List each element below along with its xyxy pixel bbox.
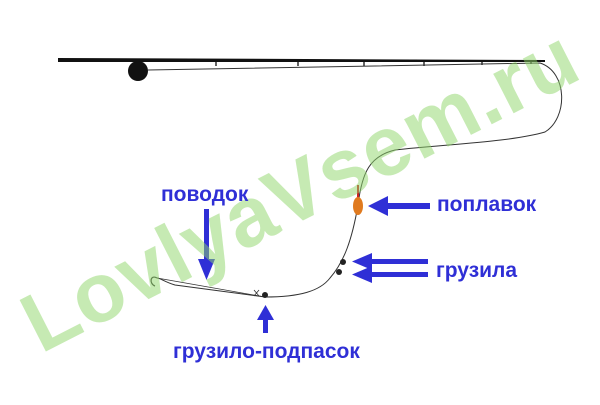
reel-icon <box>128 61 148 81</box>
arrow-bottom-sinker <box>257 305 274 333</box>
label-float: поплавок <box>437 193 537 216</box>
arrow-sinker-1 <box>352 253 428 270</box>
float-icon <box>353 185 363 215</box>
label-bottom-sinker: грузило-подпасок <box>173 340 360 363</box>
arrow-leader <box>198 209 215 280</box>
label-leader: поводок <box>161 183 249 206</box>
label-sinkers: грузила <box>436 259 518 282</box>
arrow-float <box>368 196 430 216</box>
float-body <box>353 197 363 215</box>
leader-knot <box>253 289 260 297</box>
leader-line <box>156 277 266 298</box>
sinker <box>336 269 342 275</box>
arrow-sinker-2 <box>352 266 428 283</box>
hook-icon <box>150 276 158 287</box>
bottom-sinker <box>262 292 268 298</box>
rod-blank <box>58 58 545 62</box>
sinker <box>340 259 346 265</box>
